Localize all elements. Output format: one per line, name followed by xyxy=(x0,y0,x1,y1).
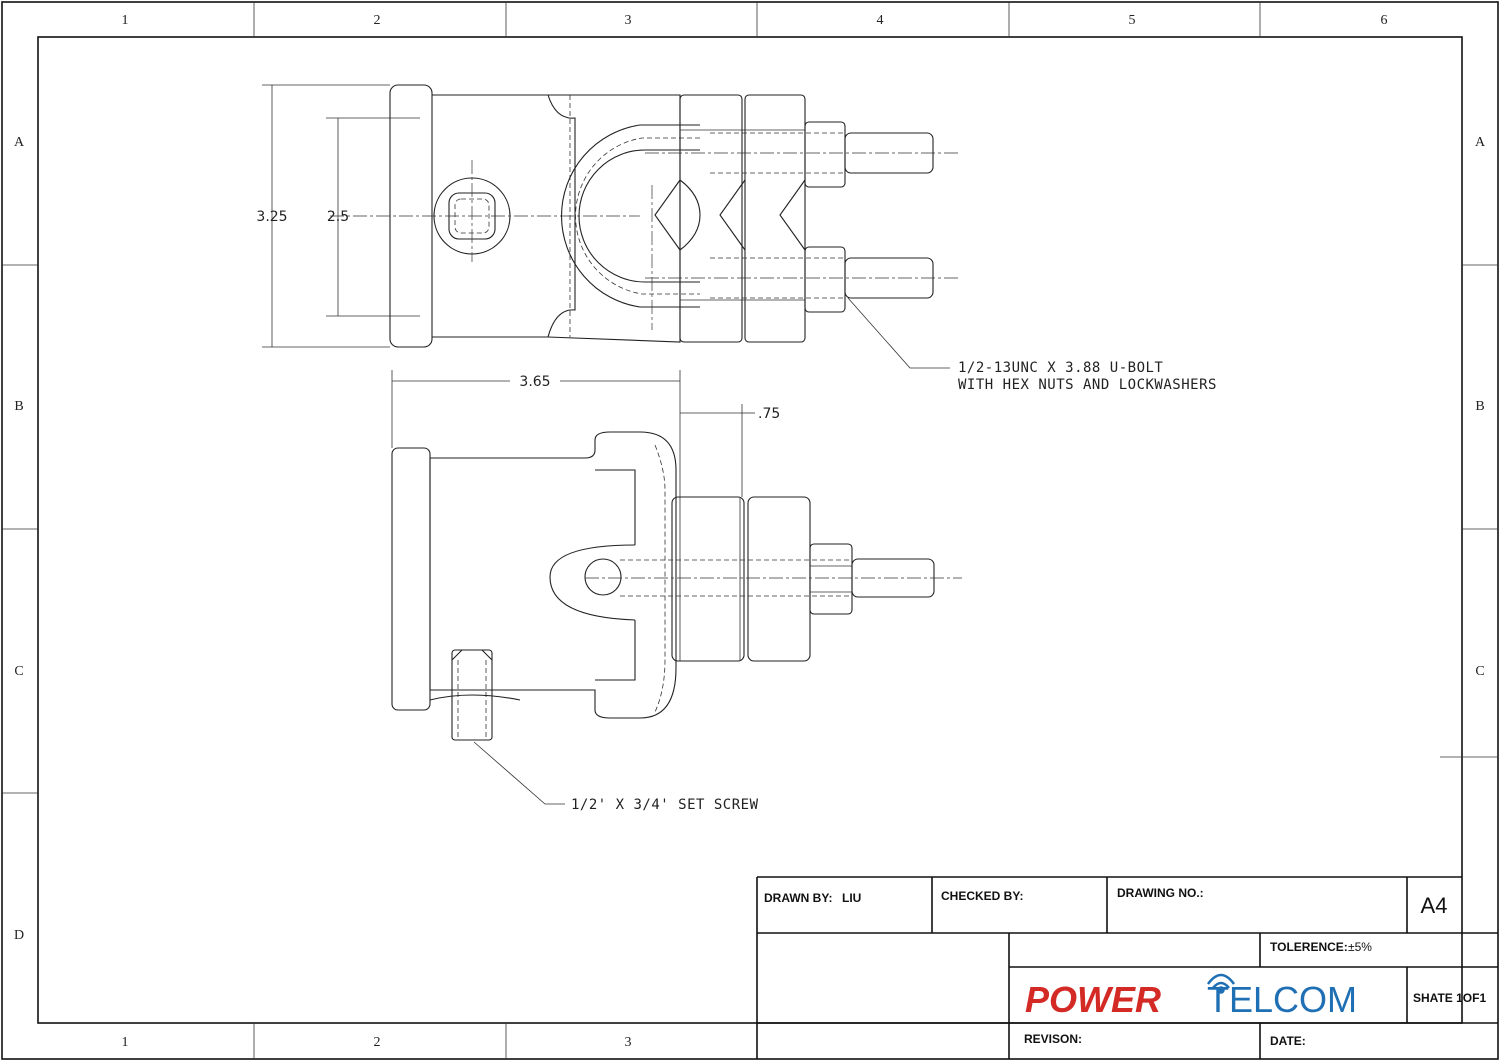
set-screw-leader-line xyxy=(473,741,565,805)
sheet-size: A4 xyxy=(1421,893,1448,918)
row-label-left-d: D xyxy=(14,928,24,943)
dim-inner-height: 2.5 xyxy=(327,209,349,225)
col-label-top-3: 3 xyxy=(625,13,632,28)
row-label-left-b: B xyxy=(14,399,23,414)
col-label-bottom-3: 3 xyxy=(625,1035,632,1050)
signal-waves-icon xyxy=(1206,973,1236,994)
revision-label: REVISON: xyxy=(1024,1032,1082,1046)
logo-text-telcom: TELCOM xyxy=(1207,979,1357,1020)
row-label-left-c: C xyxy=(14,664,23,679)
set-screw-note: 1/2' X 3/4' SET SCREW xyxy=(571,797,759,813)
row-label-right-b: B xyxy=(1475,399,1484,414)
side-view-dimensions xyxy=(391,370,755,497)
drawn-by-label: DRAWN BY: xyxy=(764,891,832,905)
row-label-left-a: A xyxy=(14,135,25,150)
date-label: DATE: xyxy=(1270,1034,1306,1048)
col-label-top-6: 6 xyxy=(1381,13,1388,28)
sheet-number: SHATE 1OF1 xyxy=(1413,991,1486,1005)
logo-text-power: POWER xyxy=(1025,979,1161,1020)
dim-side-offset: .75 xyxy=(758,406,780,422)
drawing-no-label: DRAWING NO.: xyxy=(1117,886,1204,900)
dim-side-length: 3.65 xyxy=(519,374,550,390)
col-label-top-1: 1 xyxy=(122,13,129,28)
ubolt-note-line1: 1/2-13UNC X 3.88 U-BOLT xyxy=(958,360,1163,376)
col-label-top-5: 5 xyxy=(1129,13,1136,28)
checked-by-label: CHECKED BY: xyxy=(941,889,1023,903)
row-label-right-a: A xyxy=(1475,135,1486,150)
title-block xyxy=(756,876,1498,1059)
tolerance-value: ±5% xyxy=(1348,940,1372,954)
power-telcom-logo: POWER TELCOM xyxy=(1025,973,1357,1020)
drawn-by-value: LIU xyxy=(842,891,861,905)
col-label-top-2: 2 xyxy=(374,13,381,28)
row-label-right-c: C xyxy=(1475,664,1484,679)
top-view-drawing xyxy=(330,84,960,348)
col-label-bottom-1: 1 xyxy=(122,1035,129,1050)
inner-border xyxy=(37,36,1463,1024)
dim-overall-height: 3.25 xyxy=(256,209,287,225)
ubolt-leader-line xyxy=(847,297,950,369)
tolerance-label: TOLERENCE: xyxy=(1270,940,1348,954)
col-label-top-4: 4 xyxy=(877,13,884,28)
side-view-drawing xyxy=(391,431,962,741)
col-label-bottom-2: 2 xyxy=(374,1035,381,1050)
top-view-dimensions xyxy=(262,84,420,348)
ubolt-note-line2: WITH HEX NUTS AND LOCKWASHERS xyxy=(958,377,1217,393)
